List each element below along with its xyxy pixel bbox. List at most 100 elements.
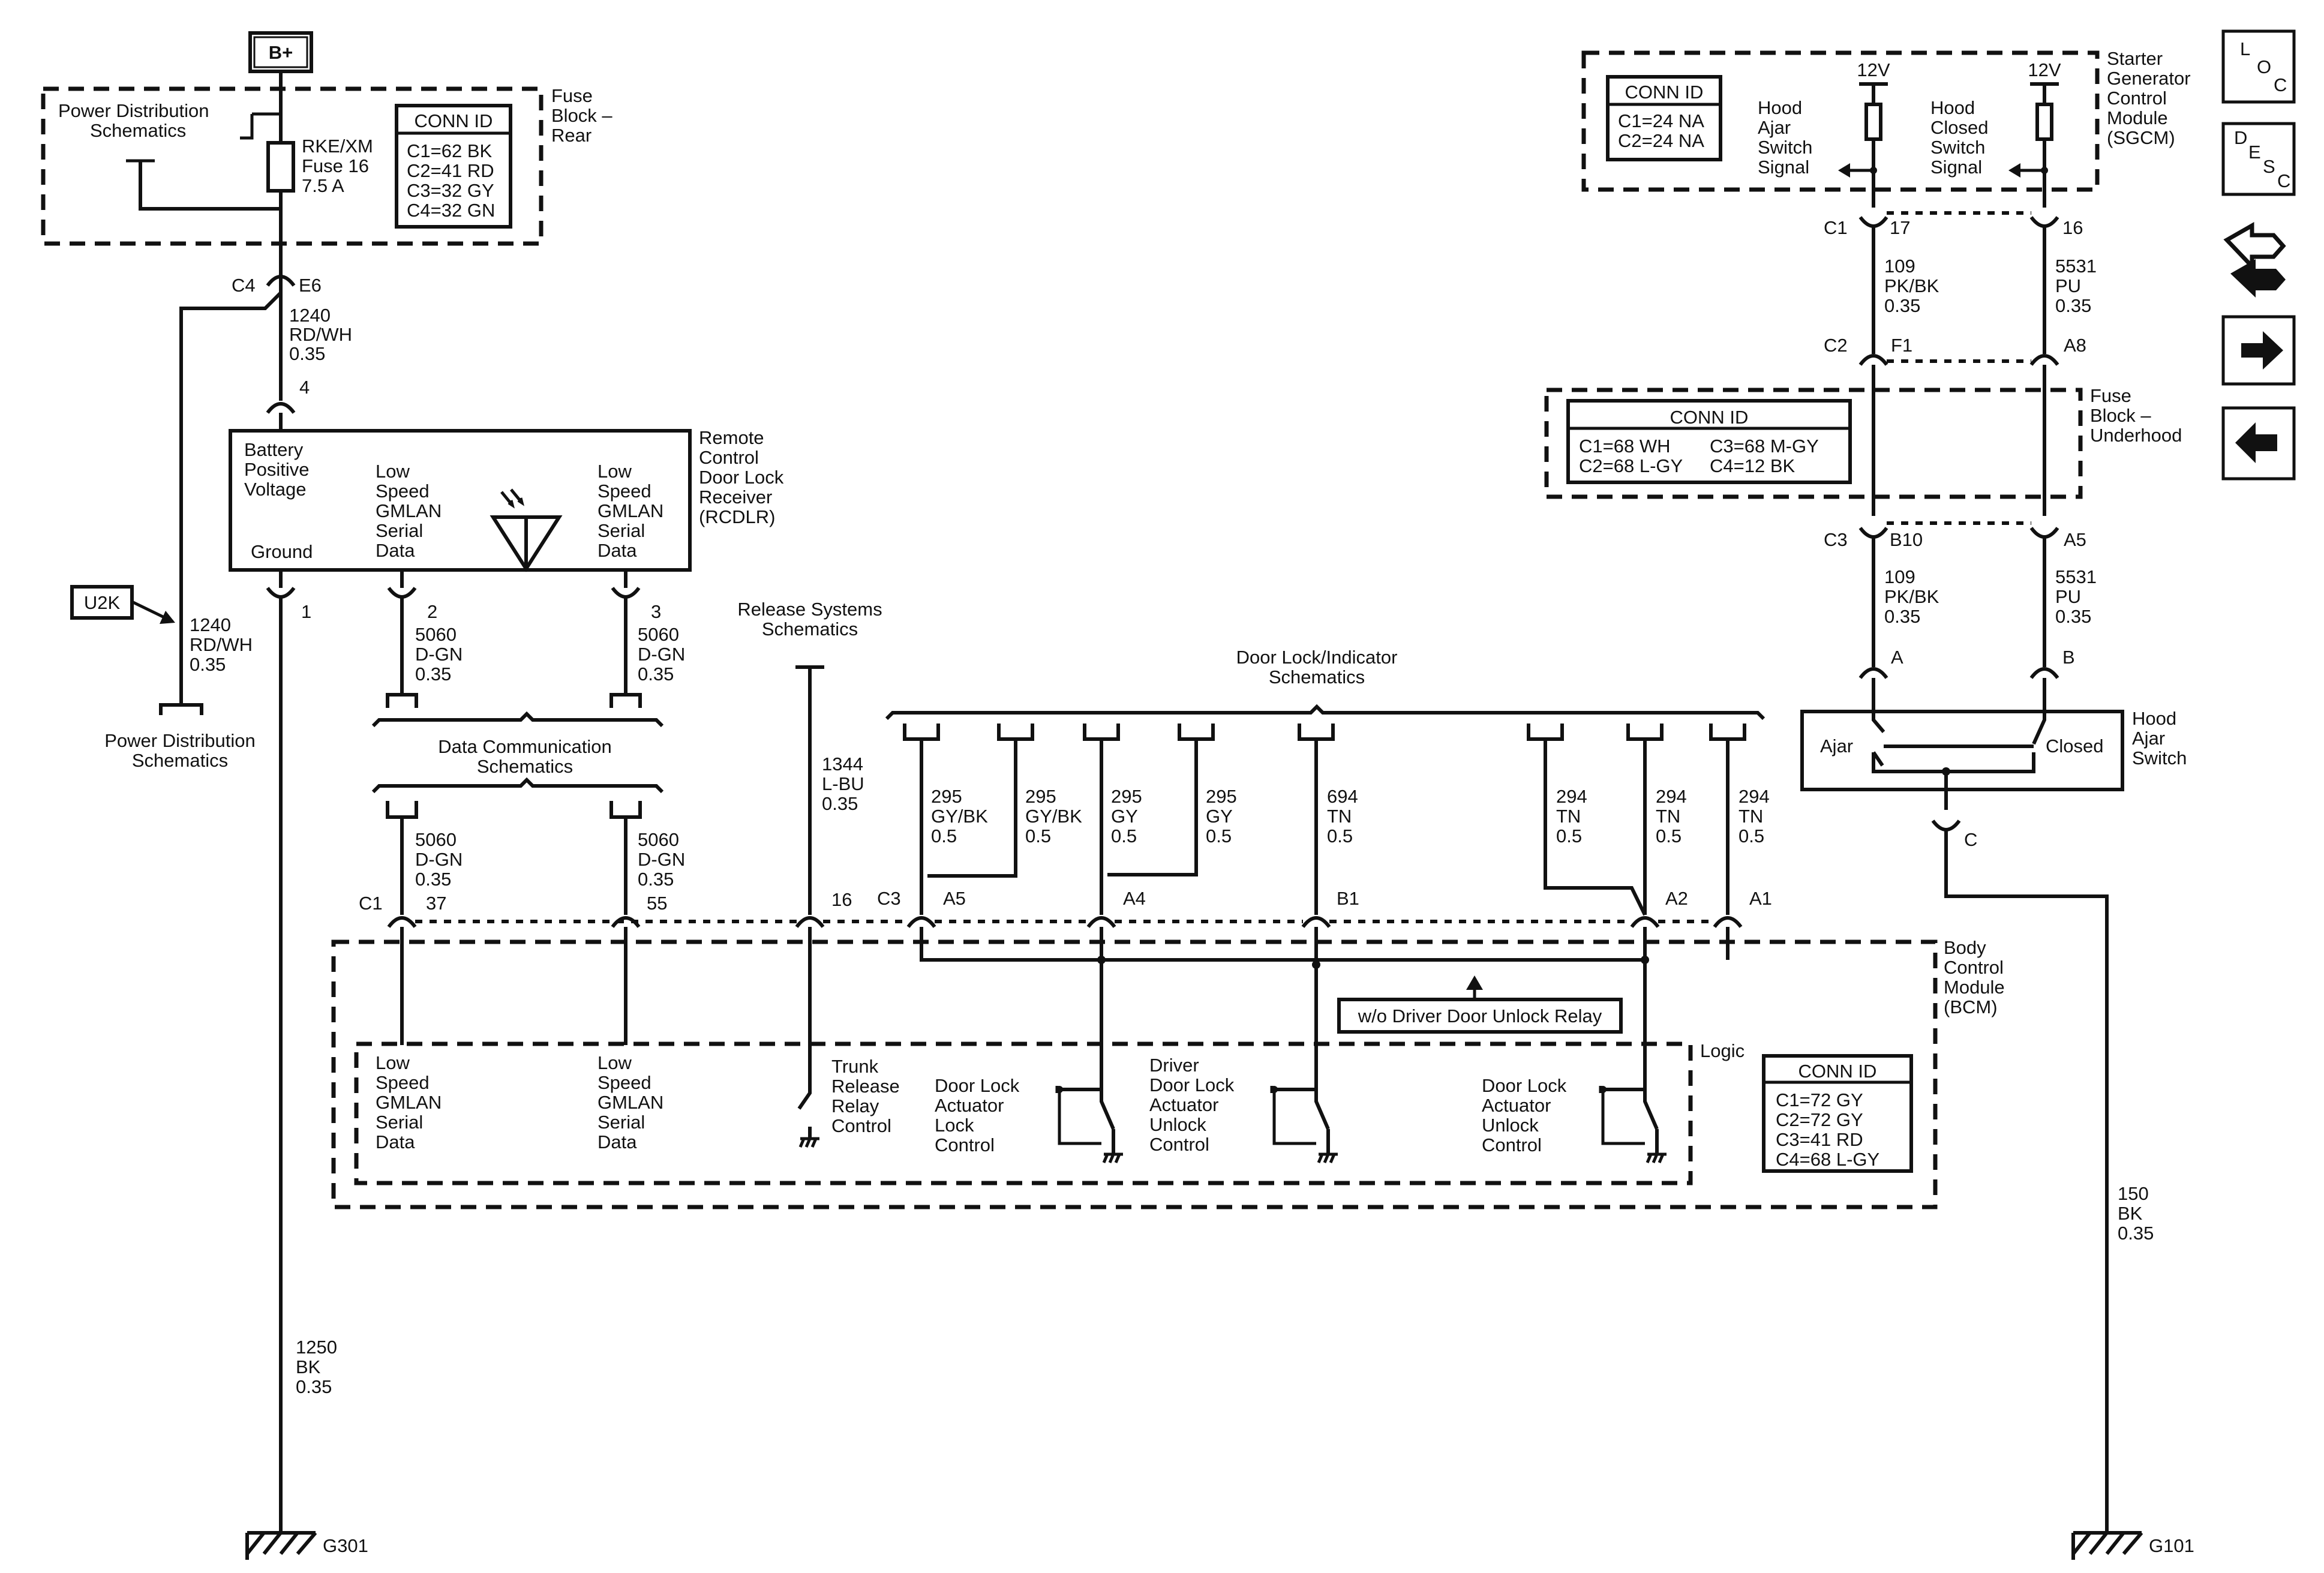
sgcm-ajar-2: Ajar	[1758, 117, 1791, 138]
release-label-1: Release Systems	[737, 599, 882, 620]
rcdlr-gmlan2-1: Low	[597, 461, 632, 482]
rcdlr-title-4: Receiver	[699, 487, 772, 508]
desc-letter-s: S	[2263, 156, 2275, 177]
sgcm-title-1: Starter	[2107, 48, 2163, 69]
hood-pin-a: A	[1891, 647, 1903, 668]
sgcm-conn-2: C2=24 NA	[1618, 130, 1704, 151]
sgcm-title-4: Module	[2107, 107, 2168, 128]
rcdlr-battery-1: Battery	[244, 439, 304, 460]
w5531b-3: 0.35	[2055, 606, 2091, 627]
bcm-a5: A5	[943, 888, 966, 909]
w1344-3: 0.35	[822, 793, 858, 814]
w5531b-2: PU	[2055, 586, 2081, 607]
v12-left: 12V	[1857, 59, 1890, 80]
sgcm-closed-1: Hood	[1930, 97, 1975, 118]
hood-pin-b: B	[2062, 647, 2075, 668]
w294-b-1: 294	[1656, 786, 1687, 807]
doorlock-stubs	[903, 724, 1746, 741]
arrow-left-button[interactable]	[2221, 406, 2296, 481]
bcm-unlock-1: Door Lock	[1482, 1075, 1567, 1096]
w1250-2: BK	[296, 1356, 321, 1377]
w1240b-3: 0.35	[190, 654, 226, 675]
loc-button[interactable]: L O C	[2221, 29, 2296, 104]
bcm-conn-2: C2=72 GY	[1776, 1109, 1863, 1130]
rcdlr-title-2: Control	[699, 447, 759, 468]
bcm-driver-3: Actuator	[1149, 1094, 1218, 1115]
bcm-conn-title: CONN ID	[1798, 1061, 1877, 1082]
rcdlr-battery-2: Positive	[244, 459, 310, 480]
sgcm-pin17: 17	[1890, 217, 1910, 238]
bcm-pin55: 55	[647, 893, 667, 914]
w294-c-3: 0.5	[1739, 825, 1764, 846]
underhood-conn-4: C4=12 BK	[1710, 455, 1795, 476]
w694-3: 0.5	[1327, 825, 1353, 846]
underhood-a5: A5	[2064, 529, 2086, 550]
bcm-a4: A4	[1123, 888, 1146, 909]
w5060b-2: D-GN	[638, 644, 685, 665]
w295bk-a-2: GY/BK	[931, 806, 988, 827]
g101-label: G101	[2149, 1535, 2194, 1556]
bcm-conn-1: C1=72 GY	[1776, 1089, 1863, 1110]
arrow-right-icon	[2241, 331, 2283, 370]
arrow-left-icon	[2235, 422, 2277, 463]
w294-b-3: 0.5	[1656, 825, 1682, 846]
resistor-right-icon	[2035, 103, 2053, 141]
arrow-right-button[interactable]	[2221, 315, 2296, 386]
doorlock-wires	[920, 739, 1730, 916]
bcm-driver-5: Control	[1149, 1134, 1209, 1155]
rcdlr-gmlan2-5: Data	[597, 540, 637, 561]
rcdlr-pin4: 4	[299, 377, 310, 398]
fuse-label-2: Fuse 16	[302, 155, 369, 176]
w294-a-2: TN	[1556, 806, 1581, 827]
w5060d-3: 0.35	[638, 869, 674, 890]
w109a-3: 0.35	[1884, 295, 1920, 316]
doorlock-bracket	[885, 704, 1765, 721]
pds-top-label-1: Power Distribution	[58, 100, 209, 121]
relay-note-box	[1337, 998, 1623, 1034]
w5060d-2: D-GN	[638, 849, 685, 870]
relay-note: w/o Driver Door Unlock Relay	[1358, 1005, 1602, 1026]
rcdlr-gmlan2-2: Speed	[597, 481, 651, 502]
w5531a-2: PU	[2055, 275, 2081, 296]
bcm-title-3: Module	[1944, 977, 2005, 998]
w295bk-b-1: 295	[1025, 786, 1056, 807]
rcdlr-gmlan1-4: Serial	[376, 520, 423, 541]
sgcm-ajar-1: Hood	[1758, 97, 1802, 118]
rcdlr-module: Remote Control Door Lock Receiver (RCDLR…	[229, 427, 784, 572]
sgcm-pins-icon	[1858, 216, 2059, 228]
u2k-label: U2K	[84, 592, 121, 613]
sgcm-title-5: (SGCM)	[2107, 127, 2175, 148]
sgcm-conn-title: CONN ID	[1625, 82, 1704, 103]
underhood-top-pins-icon	[1858, 354, 2059, 366]
sgcm-pin16: 16	[2062, 217, 2083, 238]
loc-letter-c: C	[2274, 74, 2287, 95]
w1344-1: 1344	[822, 754, 863, 775]
bcm-gmlan1-1: Low	[376, 1052, 410, 1073]
fuse-rear-conn-4: C4=32 GN	[407, 200, 495, 221]
bcm-lock-2: Actuator	[935, 1095, 1004, 1116]
w109a-2: PK/BK	[1884, 275, 1939, 296]
bcm-trunk-1: Trunk	[831, 1056, 879, 1077]
w1250-1: 1250	[296, 1337, 337, 1358]
w5060a-3: 0.35	[415, 664, 451, 685]
bcm-gmlan1-4: Serial	[376, 1112, 423, 1133]
bcm-gmlan1-5: Data	[376, 1131, 415, 1152]
w1240b-1: 1240	[190, 614, 231, 635]
desc-button[interactable]: D E S C	[2221, 122, 2296, 196]
w5060c-1: 5060	[415, 829, 457, 850]
doorlock-label-2: Schematics	[1269, 667, 1365, 688]
connector-icon[interactable]	[2223, 221, 2286, 298]
sgcm-ajar-3: Switch	[1758, 137, 1812, 158]
pds-top-label-2: Schematics	[90, 120, 186, 141]
w109a-1: 109	[1884, 256, 1915, 277]
e6-label: E6	[299, 275, 322, 296]
fuse-label-1: RKE/XM	[302, 136, 373, 157]
bcm-driver-4: Unlock	[1149, 1114, 1206, 1135]
w295bk-a-1: 295	[931, 786, 962, 807]
datacomm-label-2: Schematics	[477, 756, 573, 777]
bcm-gmlan2-3: GMLAN	[597, 1092, 663, 1113]
w109b-2: PK/BK	[1884, 586, 1939, 607]
sgcm-c1: C1	[1824, 217, 1848, 238]
fuse-block-underhood: Fuse Block – Underhood CONN ID C1=68 WH …	[1544, 385, 2182, 499]
